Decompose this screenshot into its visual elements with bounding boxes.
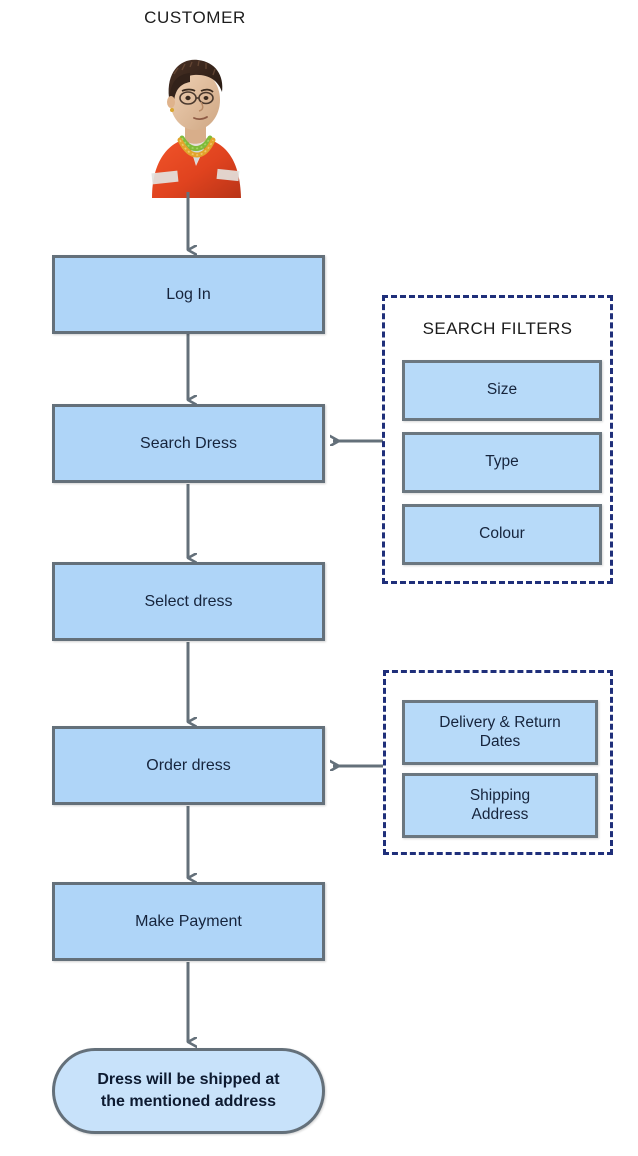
order-option-line2: Dates [479,732,521,750]
order-option-line2: Address [471,805,529,823]
filter-option-size[interactable]: Size [402,360,602,421]
flow-end-terminator[interactable]: Dress will be shipped at the mentioned a… [52,1048,325,1134]
flow-step-select-dress[interactable]: Select dress [52,562,325,641]
order-option-line1: Shipping [469,786,531,804]
flow-step-label: Select dress [144,592,233,610]
flow-step-label: Order dress [146,756,231,774]
filter-option-label: Size [486,381,518,399]
flow-end-line1: Dress will be shipped at [97,1071,280,1089]
search-filters-panel: SEARCH FILTERS [382,295,613,584]
order-details-panel [383,670,613,855]
filter-option-label: Type [485,453,519,471]
filter-option-colour[interactable]: Colour [402,504,602,565]
flow-step-label: Log In [166,285,211,303]
order-option-line1: Delivery & Return [439,713,561,731]
search-filters-title: SEARCH FILTERS [422,319,573,338]
flow-step-label: Search Dress [140,434,237,452]
filter-option-type[interactable]: Type [402,432,602,493]
flow-step-make-payment[interactable]: Make Payment [52,882,325,961]
flow-end-line2: the mentioned address [100,1093,277,1110]
flow-step-search-dress[interactable]: Search Dress [52,404,325,483]
flow-step-order-dress[interactable]: Order dress [52,726,325,805]
flow-step-login[interactable]: Log In [52,255,325,334]
order-option-shipping-address[interactable]: Shipping Address [402,773,598,838]
order-option-delivery-return-dates[interactable]: Delivery & Return Dates [402,700,598,765]
flow-step-label: Make Payment [135,912,242,930]
filter-option-label: Colour [479,525,525,543]
actor-title: CUSTOMER [144,8,246,27]
customer-avatar-icon [138,48,250,198]
